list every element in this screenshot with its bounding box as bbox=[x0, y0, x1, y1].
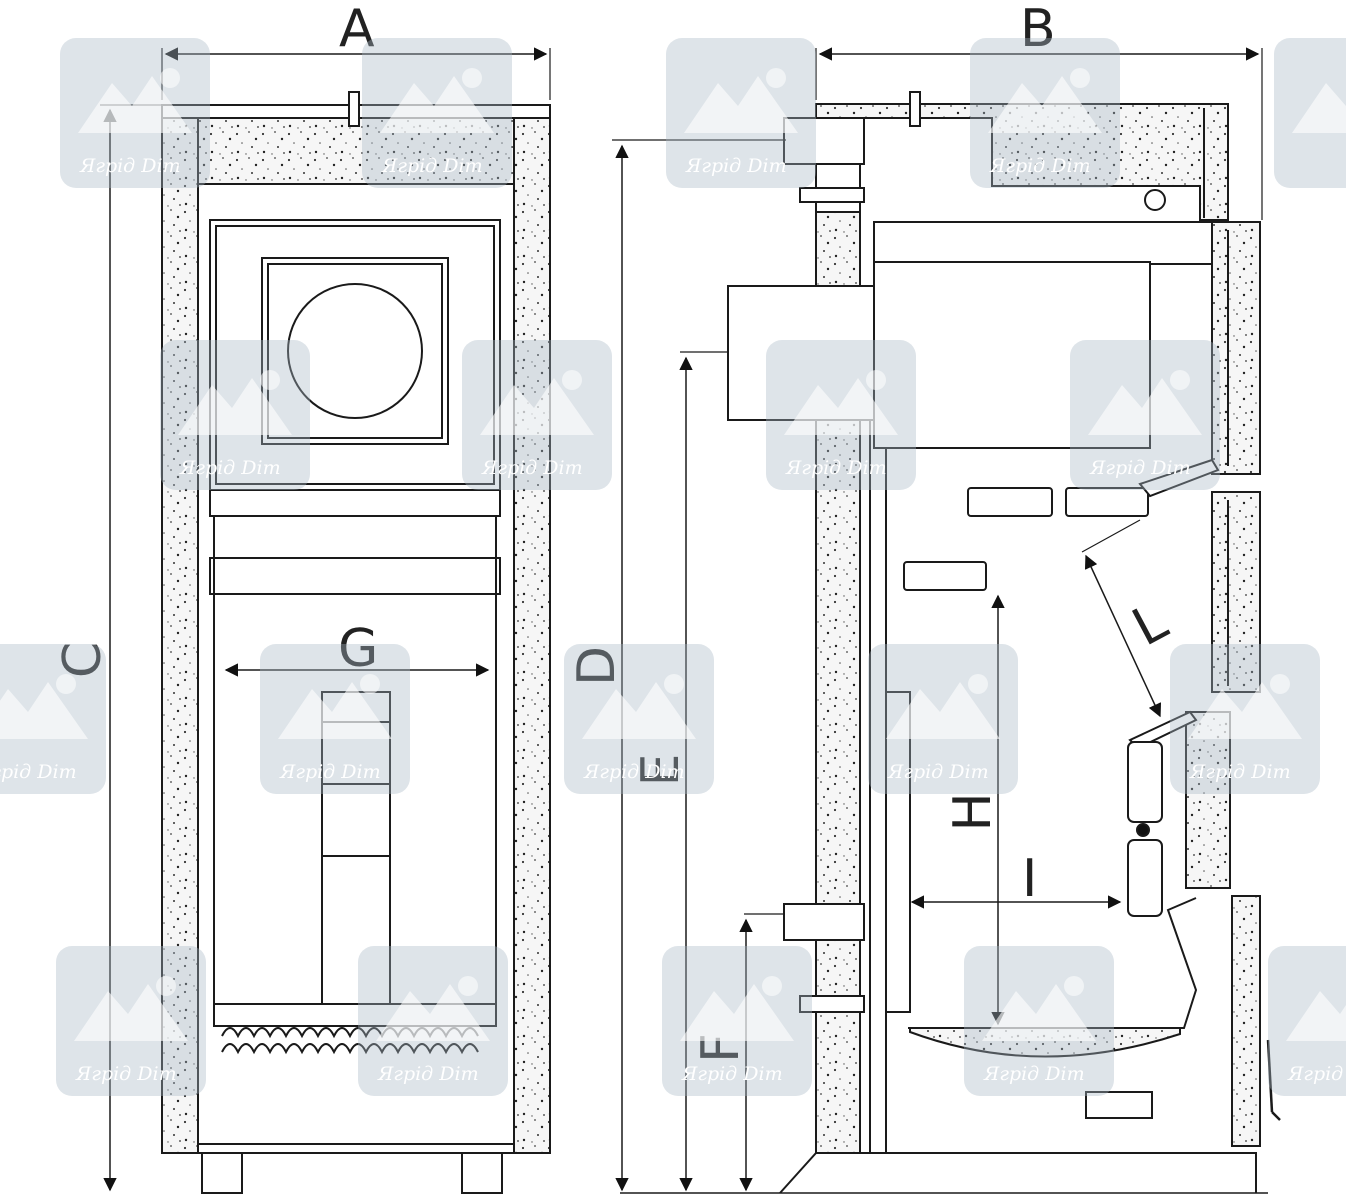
front-foot-left bbox=[201, 1152, 243, 1194]
front-foot-right bbox=[461, 1152, 503, 1194]
side-baffle-2 bbox=[1065, 487, 1149, 517]
side-lower-door bbox=[1231, 895, 1261, 1147]
watermark-text: Ягрід Dim bbox=[481, 457, 583, 479]
front-insulation-right bbox=[513, 117, 551, 1154]
watermark-text: Ягрід Dim bbox=[381, 155, 483, 177]
label-H: H bbox=[943, 792, 1003, 831]
watermark-text: Ягрід Dim bbox=[583, 761, 685, 783]
side-baffle-3 bbox=[903, 561, 987, 591]
watermark-text: Ягрід Dim bbox=[1287, 1063, 1346, 1085]
watermark-text: Ягрід Dim bbox=[179, 457, 281, 479]
watermark-text: Ягрід Dim bbox=[79, 155, 181, 177]
side-upper-door bbox=[1211, 221, 1261, 475]
watermark-text: Ягрід Dim bbox=[983, 1063, 1085, 1085]
front-top-sensor bbox=[348, 91, 360, 127]
watermark-text: Ягрід Dim bbox=[1089, 457, 1191, 479]
front-plate-lower bbox=[209, 557, 501, 595]
label-I: I bbox=[1022, 849, 1037, 909]
watermark-text: Ягрід Dim bbox=[0, 761, 77, 783]
watermark-text: Ягрід Dim bbox=[377, 1063, 479, 1085]
watermark-text: Ягрід Dim bbox=[279, 761, 381, 783]
side-base bbox=[779, 1152, 1257, 1194]
watermark-text: Ягрід Dim bbox=[989, 155, 1091, 177]
side-lower-outlet bbox=[783, 903, 865, 941]
front-plate-upper bbox=[209, 489, 501, 517]
side-top-sensor bbox=[909, 91, 921, 127]
side-baffle-1 bbox=[967, 487, 1053, 517]
watermark-text: Ягрід Dim bbox=[1189, 761, 1291, 783]
watermark-text: Ягрід Dim bbox=[887, 761, 989, 783]
watermark-text: Ягрід Dim bbox=[75, 1063, 177, 1085]
watermark-text: Ягрід Dim bbox=[785, 457, 887, 479]
dim-L-line bbox=[1084, 554, 1162, 718]
label-L: L bbox=[1123, 592, 1177, 659]
watermark-text: Ягрід Dim bbox=[685, 155, 787, 177]
watermark-text: Ягрід Dim bbox=[681, 1063, 783, 1085]
watermark-logos: Ягрід Dim Ягрід Dim Ягрід Dim Ягрід Dim … bbox=[0, 38, 1346, 1096]
front-inner-chamber bbox=[197, 183, 515, 1145]
